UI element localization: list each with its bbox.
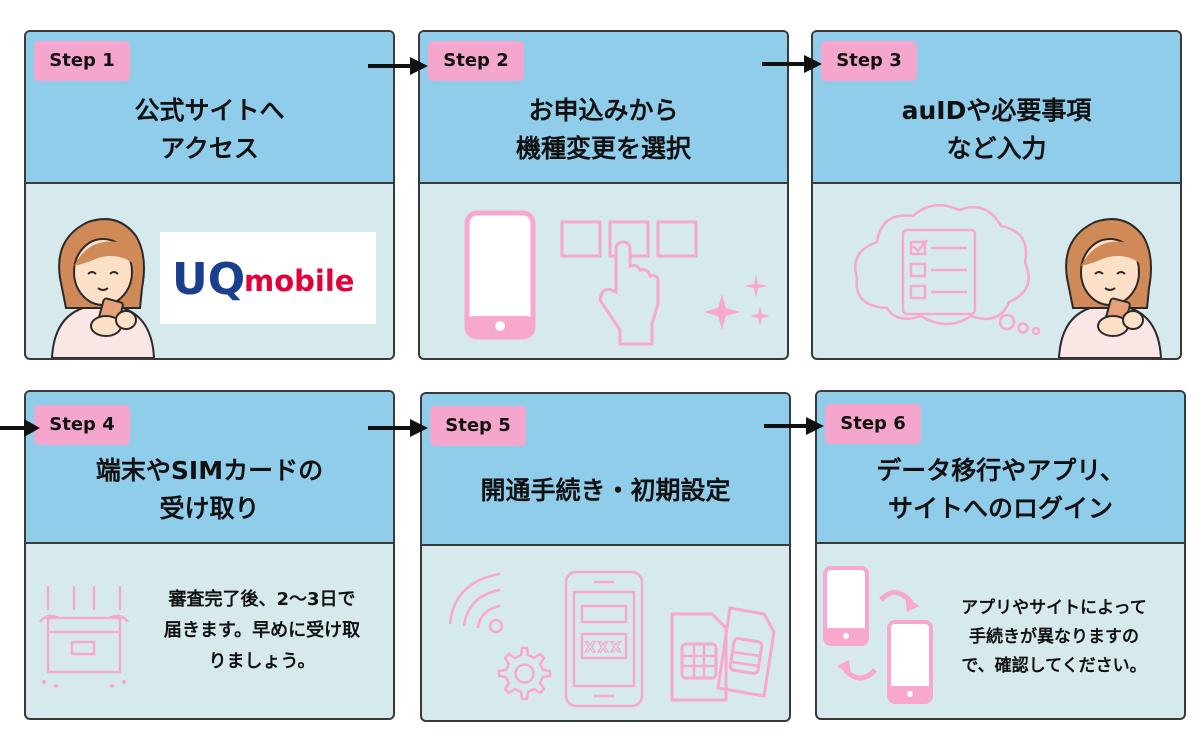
step-3-title: auIDや必要事項 など入力	[901, 96, 1092, 163]
woman-with-phone-icon	[1057, 218, 1163, 358]
logo-uq-text: UQ	[172, 254, 245, 305]
step-5-body: XXX	[422, 546, 789, 720]
step-3-card: auIDや必要事項 など入力	[811, 30, 1182, 360]
data-transfer-phones-icon	[823, 566, 933, 704]
package-delivery-icon	[39, 586, 129, 688]
sparkle-icon	[704, 274, 770, 330]
step-4-card: 端末やSIMカードの 受け取り 審査完了後、2〜3日で 届きます。早めに受け取 …	[24, 390, 395, 720]
arrow-right-icon	[368, 57, 428, 75]
step-3-body	[813, 184, 1180, 358]
arrow-right-icon	[764, 417, 824, 435]
step-6-title: データ移行やアプリ、 サイトへのログイン	[876, 456, 1125, 523]
step-2-title: お申込みから 機種変更を選択	[515, 96, 691, 163]
step-2-badge: Step 2	[428, 41, 524, 81]
phone-placeholder-text: XXX	[585, 640, 623, 656]
sim-card-icon	[670, 606, 776, 702]
step-3-header: auIDや必要事項 など入力	[813, 32, 1180, 184]
smartphone-icon	[464, 210, 536, 340]
logo-mobile-text: mobile	[244, 264, 354, 298]
step-5-title: 開通手続き・初期設定	[480, 476, 731, 505]
step-4-note: 審査完了後、2〜3日で 届きます。早めに受け取 りましょう。	[163, 589, 361, 672]
step-6-badge: Step 6	[825, 404, 921, 444]
step-2-card: お申込みから 機種変更を選択 Step 2	[418, 30, 789, 360]
step-6-body: アプリやサイトによって 手続きが異なりますの で、確認してください。	[817, 544, 1184, 718]
step-5-card: 開通手続き・初期設定 XXX St	[420, 392, 791, 722]
step-1-title: 公式サイトへ アクセス	[134, 96, 285, 163]
step-4-title: 端末やSIMカードの 受け取り	[95, 456, 324, 523]
uq-mobile-logo: UQ mobile	[160, 232, 376, 324]
select-option-tap-icon	[560, 220, 698, 346]
step-4-badge: Step 4	[34, 405, 130, 445]
arrow-right-icon	[762, 55, 822, 73]
step-6-card: データ移行やアプリ、 サイトへのログイン アプリやサイトによって 手続きが異なり…	[815, 390, 1186, 720]
woman-with-phone-icon	[50, 218, 156, 358]
arrow-right-icon	[0, 419, 40, 437]
step-5-badge: Step 5	[430, 406, 526, 446]
settings-gear-icon	[497, 646, 552, 701]
step-1-card: 公式サイトへ アクセス UQ mobile Step 1	[24, 30, 395, 360]
step-1-badge: Step 1	[34, 41, 130, 81]
step-6-note: アプリやサイトによって 手続きが異なりますの で、確認してください。	[961, 598, 1147, 676]
phone-activation-icon: XXX	[564, 570, 644, 708]
step-3-badge: Step 3	[821, 41, 917, 81]
step-2-body	[420, 184, 787, 358]
step-4-body: 審査完了後、2〜3日で 届きます。早めに受け取 りましょう。	[26, 544, 393, 718]
wifi-signal-icon	[448, 572, 504, 634]
arrow-right-icon	[368, 419, 428, 437]
step-1-body: UQ mobile	[26, 184, 393, 358]
thought-bubble-checklist-icon	[854, 203, 1041, 336]
